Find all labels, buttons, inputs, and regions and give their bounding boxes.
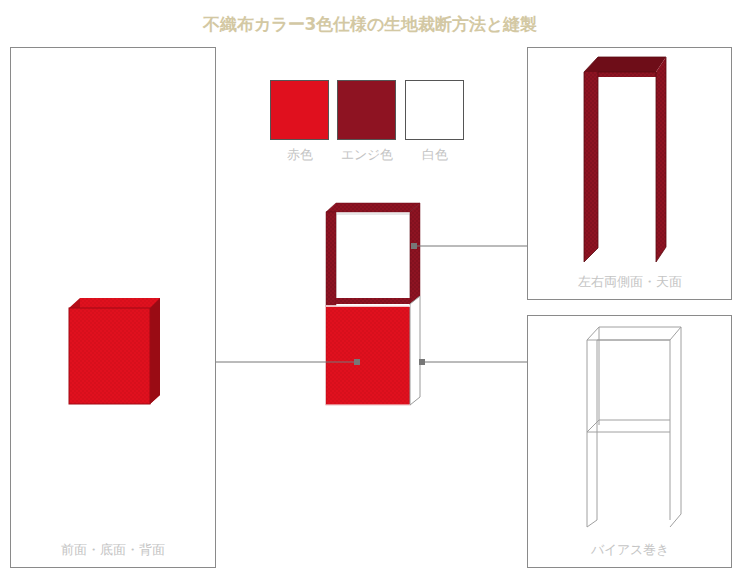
legend-label: 赤色 <box>287 146 313 164</box>
bias-binding <box>587 327 681 527</box>
bag-illustration <box>326 203 420 405</box>
leader-dots <box>354 243 425 365</box>
color-swatch <box>405 80 464 140</box>
panel-box: 左右両側面・天面 <box>527 47 732 300</box>
panel-label: バイアス巻き <box>528 541 731 559</box>
fabric-pieces <box>69 298 160 404</box>
color-swatch <box>337 80 396 140</box>
leader-lines <box>215 246 527 362</box>
panel-box: バイアス巻き <box>527 315 732 568</box>
legend-label: エンジ色 <box>341 146 393 164</box>
panel-box: 前面・底面・背面 <box>10 47 216 568</box>
panel-label: 左右両側面・天面 <box>528 273 731 291</box>
diagram-title: 不織布カラー3色仕様の生地裁断方法と縫製 <box>0 13 740 36</box>
panel-label: 前面・底面・背面 <box>11 541 215 559</box>
side-top-strip <box>584 57 666 262</box>
color-swatch <box>270 80 329 140</box>
legend-label: 白色 <box>422 146 448 164</box>
